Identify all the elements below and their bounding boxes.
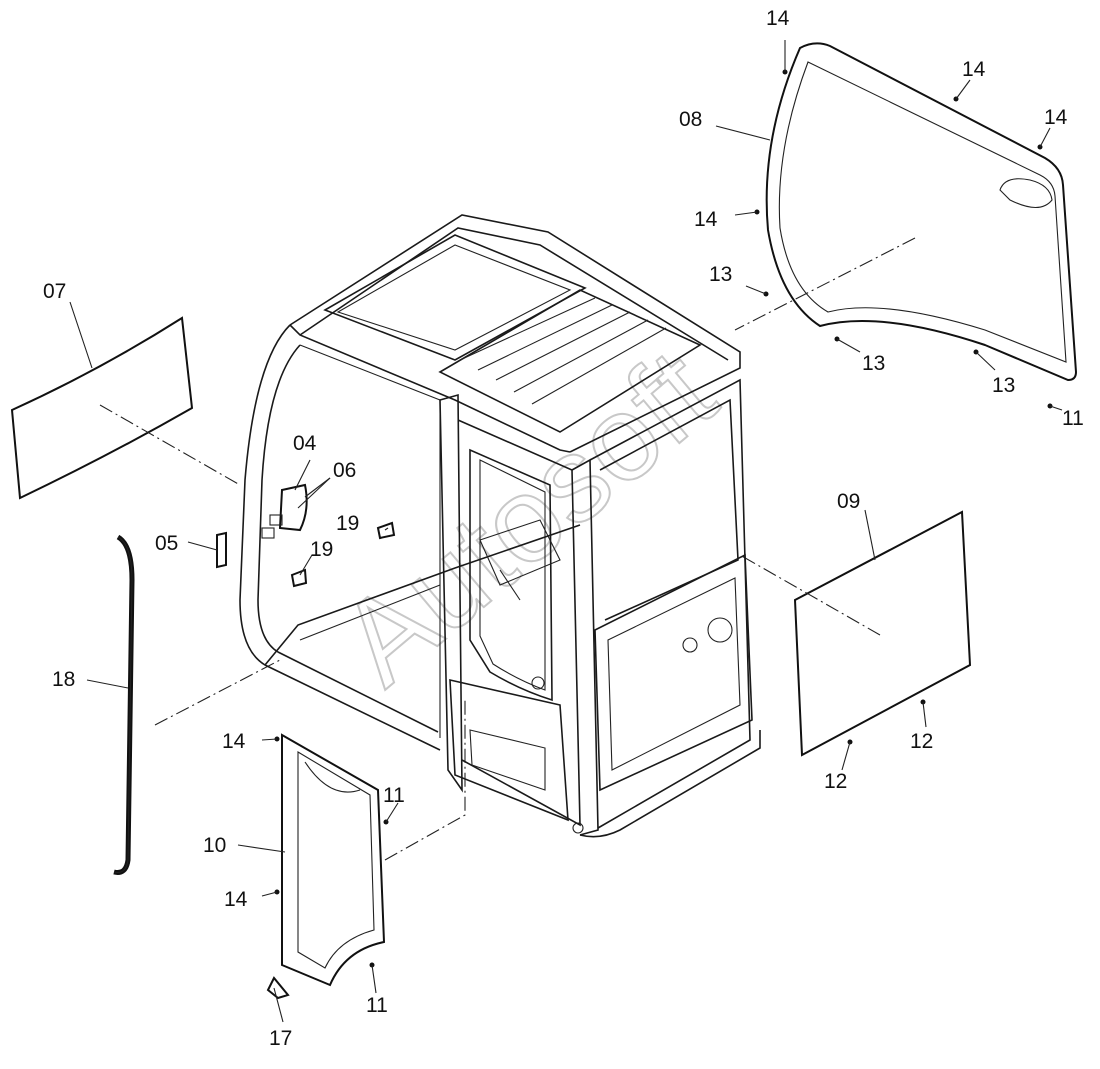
callout-14-top-mid: 14 xyxy=(962,58,986,81)
callout-19-upper: 19 xyxy=(336,512,359,535)
part-09-rear-glass xyxy=(793,510,972,757)
callout-10: 10 xyxy=(203,834,226,857)
callout-05: 05 xyxy=(155,532,178,555)
callout-11-lower-top: 11 xyxy=(383,784,405,807)
callout-14-lower-mid: 14 xyxy=(224,888,248,911)
callout-09: 09 xyxy=(837,490,860,513)
part-07-side-glass xyxy=(10,316,194,500)
callout-14-lower-top: 14 xyxy=(222,730,246,753)
part-10-lower-glass xyxy=(281,733,386,987)
callout-12-right: 12 xyxy=(910,730,933,753)
leader-lines xyxy=(69,40,1063,1023)
part-19-clips xyxy=(290,521,396,588)
callout-07: 07 xyxy=(43,280,66,303)
callout-11-right: 11 xyxy=(1062,407,1084,430)
callout-13-left: 13 xyxy=(709,263,732,286)
callout-13-right: 13 xyxy=(992,374,1015,397)
part-04-handle xyxy=(278,483,308,532)
callout-19-lower: 19 xyxy=(310,538,333,561)
callout-18: 18 xyxy=(52,668,75,691)
callout-11-lower-bottom: 11 xyxy=(366,994,388,1017)
part-17-block xyxy=(266,976,290,1000)
callout-14-top: 14 xyxy=(766,7,790,30)
watermark-text: Autosoft xyxy=(316,324,739,710)
callout-12-left: 12 xyxy=(824,770,847,793)
cab-frame xyxy=(239,214,761,838)
part-06-bolts xyxy=(261,514,283,539)
callout-17: 17 xyxy=(269,1027,292,1050)
part-05-latch xyxy=(216,531,227,569)
callout-14-left: 14 xyxy=(694,208,718,231)
part-18-weatherstrip xyxy=(113,534,135,875)
callout-06: 06 xyxy=(333,459,356,482)
part-08-window-glass xyxy=(765,42,1078,382)
callout-13-mid: 13 xyxy=(862,352,885,375)
callout-04: 04 xyxy=(293,432,317,455)
callout-14-top-right: 14 xyxy=(1044,106,1068,129)
callout-08: 08 xyxy=(679,108,702,131)
